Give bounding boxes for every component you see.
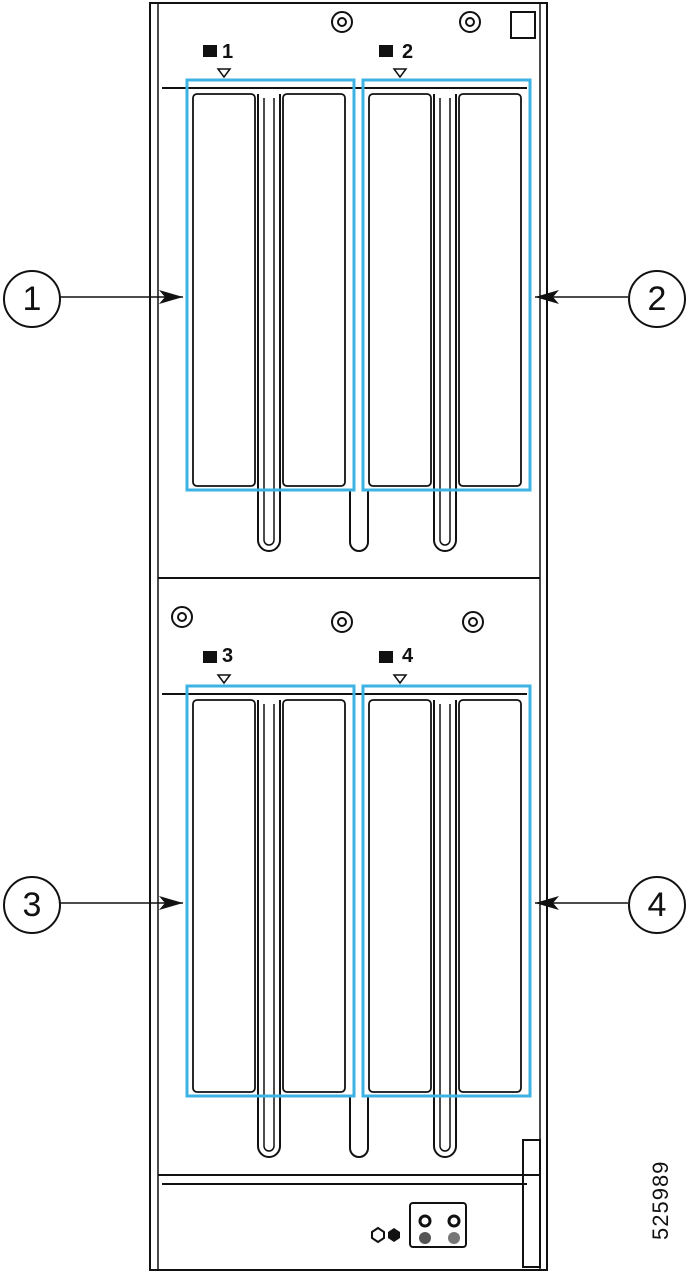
riser-card-left — [192, 699, 256, 1093]
screw-icon — [331, 11, 353, 33]
riser-card-right — [458, 699, 522, 1093]
riser-card-icon — [203, 651, 217, 663]
callout-2: 2 — [628, 270, 686, 328]
slot-label-2-text: 2 — [402, 41, 414, 63]
card-guide-rail — [433, 94, 457, 552]
screw-icon — [462, 611, 484, 633]
card-guide-rail — [349, 1096, 369, 1158]
callout-4: 4 — [628, 876, 686, 934]
card-guide-inner — [439, 704, 451, 1152]
riser-card-right — [458, 93, 522, 487]
slot-label-3-text: 3 — [222, 645, 234, 667]
slot-highlight-2 — [361, 78, 532, 492]
slot-label-1: 1 — [222, 41, 233, 64]
screw-icon — [171, 606, 193, 628]
callout-1-text: 1 — [22, 279, 42, 318]
riser-card-right — [282, 93, 346, 487]
status-led-check-icon — [419, 1232, 431, 1244]
module-icon-2 — [388, 1228, 400, 1242]
callout-3-text: 3 — [22, 885, 42, 924]
status-led-power-icon — [448, 1232, 460, 1244]
screw-center — [468, 617, 478, 627]
card-guide-rail — [433, 700, 457, 1158]
screw-center — [337, 617, 347, 627]
callout-2-text: 2 — [647, 279, 667, 318]
riser-card-right — [282, 699, 346, 1093]
chassis-outline — [149, 2, 548, 1271]
screw-icon — [459, 11, 481, 33]
slot-label-4: 4 — [402, 645, 413, 668]
card-guide-rail — [257, 94, 281, 552]
riser-card-left — [368, 93, 432, 487]
screw-center — [177, 612, 187, 622]
slot-label-3: 3 — [222, 645, 233, 668]
card-guide-rail — [349, 490, 369, 552]
riser-card-left — [368, 699, 432, 1093]
callout-2-arrowhead — [535, 290, 559, 304]
callout-3-arrowhead — [159, 896, 183, 910]
callout-1: 1 — [3, 270, 61, 328]
card-guide-inner — [439, 98, 451, 546]
callout-4-arrowhead — [535, 896, 559, 910]
status-led-2 — [447, 1214, 461, 1228]
riser-card-icon — [379, 45, 393, 57]
status-led-panel — [409, 1202, 467, 1248]
riser-card-icon — [203, 45, 217, 57]
slot-indicator-triangle — [216, 68, 232, 79]
card-guide-rail — [257, 700, 281, 1158]
callout-3: 3 — [3, 876, 61, 934]
slot-indicator-triangle — [216, 674, 232, 685]
callout-4-text: 4 — [647, 885, 667, 924]
slot-highlight-1 — [185, 78, 356, 492]
riser-card-icon — [379, 651, 393, 663]
slot-label-1-text: 1 — [222, 41, 234, 63]
slot-indicator-triangle — [392, 674, 408, 685]
slot-highlight-4 — [361, 684, 532, 1098]
callout-1-arrowhead — [159, 290, 183, 304]
screw-center — [465, 17, 475, 27]
screw-icon — [331, 611, 353, 633]
riser-card-left — [192, 93, 256, 487]
status-led-1 — [418, 1214, 432, 1228]
card-guide-inner — [263, 704, 275, 1152]
card-guide-inner — [263, 98, 275, 546]
slot-highlight-3 — [185, 684, 356, 1098]
slot-label-2: 2 — [402, 41, 413, 64]
top-square — [510, 11, 536, 39]
screw-center — [337, 17, 347, 27]
bottom-latch — [522, 1139, 541, 1268]
figure-number: 525989 — [648, 1160, 673, 1240]
slot-indicator-triangle — [392, 68, 408, 79]
module-icon — [371, 1226, 385, 1244]
slot-label-4-text: 4 — [402, 645, 414, 667]
